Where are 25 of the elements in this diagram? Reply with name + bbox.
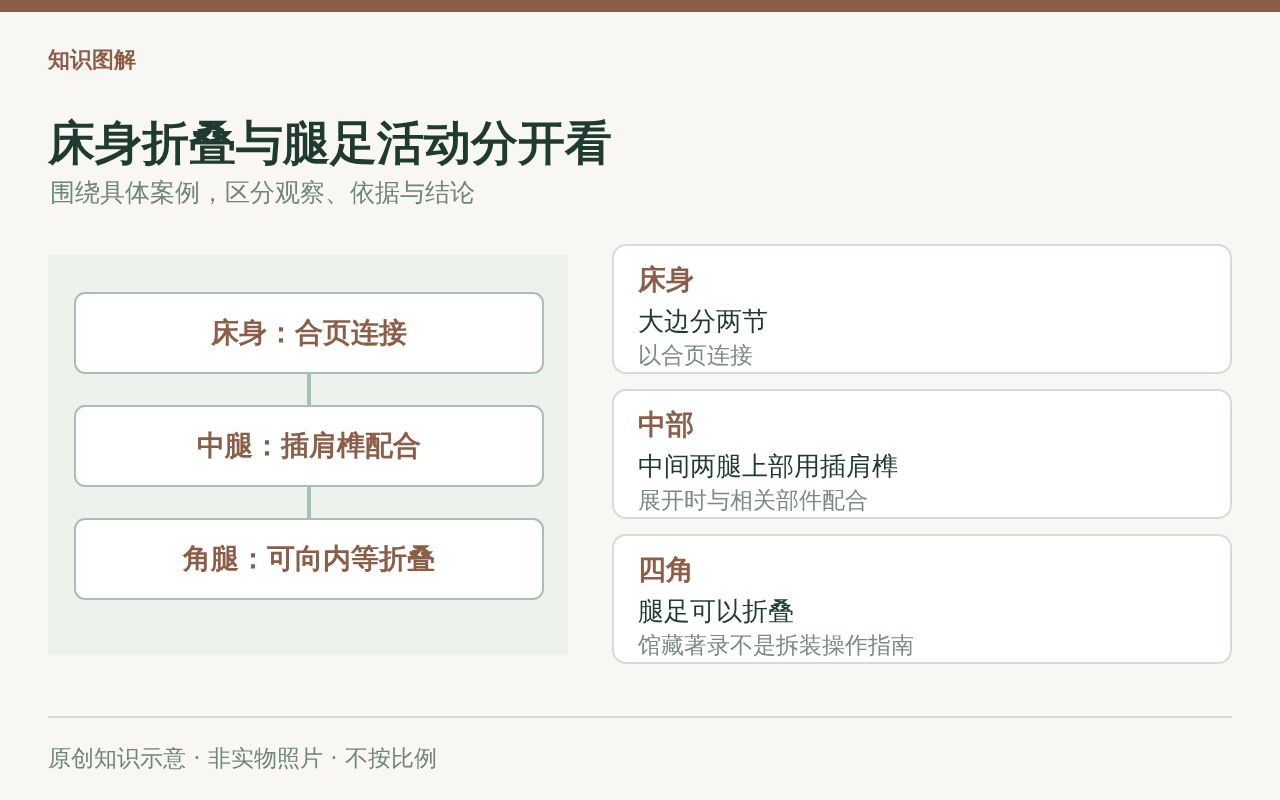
card-note: 以合页连接 <box>638 341 754 369</box>
subtitle: 围绕具体案例，区分观察、依据与结论 <box>50 177 475 209</box>
kicker-label: 知识图解 <box>48 46 136 74</box>
title: 床身折叠与腿足活动分开看 <box>48 114 612 172</box>
step-box <box>74 292 544 374</box>
info-card <box>612 389 1232 519</box>
card-heading: 四角 <box>638 554 695 586</box>
card-body: 腿足可以折叠 <box>638 595 795 627</box>
background-panel <box>48 255 568 655</box>
connector-line <box>307 487 311 518</box>
connector-line <box>307 374 311 405</box>
info-card <box>612 244 1232 374</box>
card-note: 展开时与相关部件配合 <box>638 486 869 514</box>
step-box <box>74 405 544 487</box>
info-card <box>612 534 1232 664</box>
step-box <box>74 518 544 600</box>
card-heading: 床身 <box>638 264 695 296</box>
step-label: 中腿：插肩榫配合 <box>197 428 421 464</box>
card-body: 大边分两节 <box>638 305 769 337</box>
card-note: 馆藏著录不是拆装操作指南 <box>638 631 915 659</box>
step-label: 角腿：可向内等折叠 <box>183 541 435 577</box>
footer-note: 原创知识示意 · 非实物照片 · 不按比例 <box>48 744 437 773</box>
card-body: 中间两腿上部用插肩榫 <box>638 450 899 482</box>
step-label: 床身：合页连接 <box>211 315 407 351</box>
card-heading: 中部 <box>638 409 695 441</box>
